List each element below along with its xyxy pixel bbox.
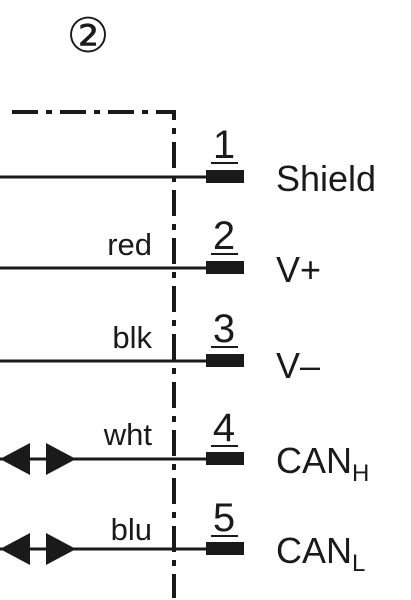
pin-row-1: 1 Shield [0, 123, 376, 199]
pin-number: 2 [213, 214, 235, 258]
signal-label: CANL [276, 530, 365, 577]
pin-number: 1 [213, 123, 235, 167]
signal-label-main: CAN [276, 530, 352, 571]
pin-number: 4 [213, 406, 235, 450]
signal-label: V– [276, 345, 320, 386]
pin-row-4: 4 wht CANH [0, 406, 369, 487]
marker-circled-number: ② [66, 10, 109, 63]
signal-label-main: Shield [276, 158, 376, 199]
pin-row-5: 5 blu CANL [0, 496, 365, 577]
pin-contact [206, 354, 244, 367]
signal-label-main: CAN [276, 440, 352, 481]
wire-color-label: red [107, 227, 152, 262]
pin-contact [206, 452, 244, 465]
arrow-left-icon [0, 443, 30, 475]
pin-row-2: 2 red V+ [0, 214, 321, 290]
signal-label-subscript: H [352, 460, 369, 487]
signal-label: CANH [276, 440, 369, 487]
pin-number: 5 [213, 496, 235, 540]
wire-color-label: blu [111, 512, 152, 547]
wire-color-label: blk [112, 320, 152, 355]
signal-label-main: V– [276, 345, 320, 386]
arrow-left-icon [0, 533, 30, 565]
signal-label: V+ [276, 249, 321, 290]
pin-contact [206, 170, 244, 183]
pin-contact [206, 261, 244, 274]
connector-housing-outline [12, 110, 176, 598]
signal-label-main: V+ [276, 249, 321, 290]
signal-label-subscript: L [352, 550, 365, 577]
pin-row-3: 3 blk V– [0, 307, 320, 386]
arrow-right-icon [46, 443, 76, 475]
arrow-right-icon [46, 533, 76, 565]
wire-color-label: wht [103, 417, 153, 452]
pin-number: 3 [213, 307, 235, 351]
pin-contact [206, 542, 244, 555]
signal-label: Shield [276, 158, 376, 199]
